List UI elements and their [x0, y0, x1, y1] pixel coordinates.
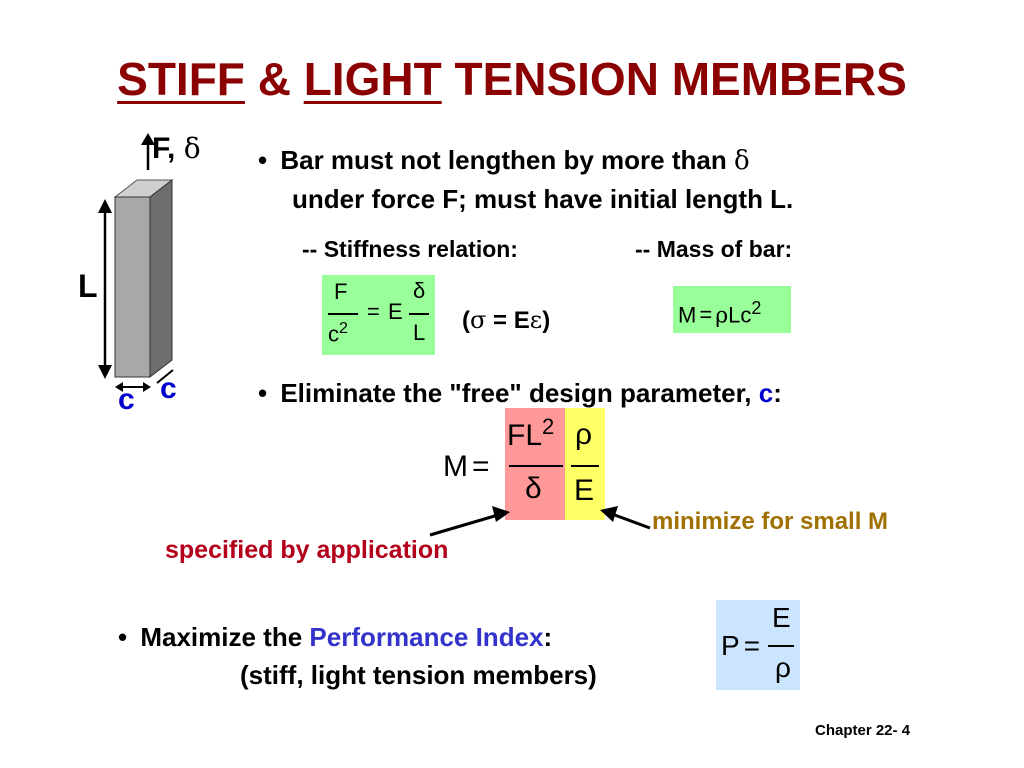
bullet-3: • Maximize the Performance Index:: [118, 622, 553, 652]
stiff-frac-line-right: [409, 313, 429, 315]
bullet-2: • Eliminate the "free" design parameter,…: [258, 378, 782, 408]
bullet-3-sub: (stiff, light tension members): [240, 660, 597, 690]
stiff-den-left: c2: [328, 320, 348, 347]
title-amp: &: [257, 53, 291, 105]
stiff-frac-line-left: [328, 313, 358, 315]
performance-index-text: Performance Index: [309, 622, 544, 652]
delta-symbol: δ: [183, 132, 201, 165]
minimize-annotation: minimize for small M: [652, 508, 889, 535]
specified-annotation: specified by application: [165, 536, 449, 564]
mass-eq-M: M=: [443, 450, 490, 483]
chapter-footer: Chapter 22- 4: [815, 722, 911, 739]
perf-frac-line: [768, 645, 794, 647]
stiff-eq-sign: =: [367, 299, 380, 324]
mass-formula: M=ρLc2: [678, 298, 762, 329]
perf-rho: ρ: [775, 652, 791, 683]
stress-strain-relation: (σ = Eε): [462, 306, 551, 334]
application-terms-box: FL2 δ: [505, 408, 565, 520]
slide-title: STIFF & LIGHT TENSION MEMBERS: [0, 52, 1024, 106]
mass-equation-box: M=ρLc2: [673, 286, 791, 333]
minimize-arrow: [611, 512, 651, 530]
bullet-1-line-1: • Bar must not lengthen by more than δ: [258, 145, 750, 176]
force-arrowhead: [141, 133, 155, 145]
width-arrow-depth: [156, 369, 174, 384]
length-label: L: [78, 268, 98, 304]
title-stiff: STIFF: [117, 53, 245, 105]
length-arrow-bottom: [98, 365, 112, 379]
mass-eq-E: E: [574, 474, 595, 507]
bullet-dot: •: [258, 145, 268, 175]
perf-P: P=: [721, 630, 761, 661]
length-arrow-top: [98, 199, 112, 213]
stiffness-equation-box: F c2 = E δ L: [322, 275, 435, 355]
mass-label: -- Mass of bar:: [635, 236, 793, 262]
bar-front-face: [114, 196, 151, 378]
bullet-1-line-2: under force F; must have initial length …: [292, 184, 794, 214]
perf-E: E: [772, 602, 791, 633]
performance-index-box: P= E ρ: [716, 600, 800, 690]
stiff-E: E: [388, 299, 403, 324]
bullet-dot: •: [118, 622, 128, 652]
width-label-depth: c: [160, 372, 177, 405]
bullet-dot: •: [258, 378, 268, 408]
stiffness-label: -- Stiffness relation:: [302, 236, 518, 262]
stiff-num-right: δ: [413, 278, 426, 303]
mass-eq-rho: ρ: [575, 418, 593, 451]
stiff-num-left: F: [334, 279, 348, 304]
mass-eq-frac-line-2: [571, 465, 599, 467]
title-rest: TENSION MEMBERS: [454, 53, 907, 105]
bar-figure: [98, 133, 174, 392]
stiff-den-right: L: [413, 320, 426, 345]
free-parameter-c: c: [758, 378, 774, 408]
mass-eq-delta: δ: [525, 472, 542, 505]
mass-eq-frac-line-1: [509, 465, 563, 467]
title-light: LIGHT: [303, 53, 442, 105]
specified-arrow: [429, 513, 499, 537]
force-label: F, δ: [152, 132, 201, 165]
mass-eq-FL2: FL2: [507, 414, 555, 452]
width-label-front: c: [118, 383, 135, 416]
material-terms-box: ρ E: [565, 408, 605, 520]
